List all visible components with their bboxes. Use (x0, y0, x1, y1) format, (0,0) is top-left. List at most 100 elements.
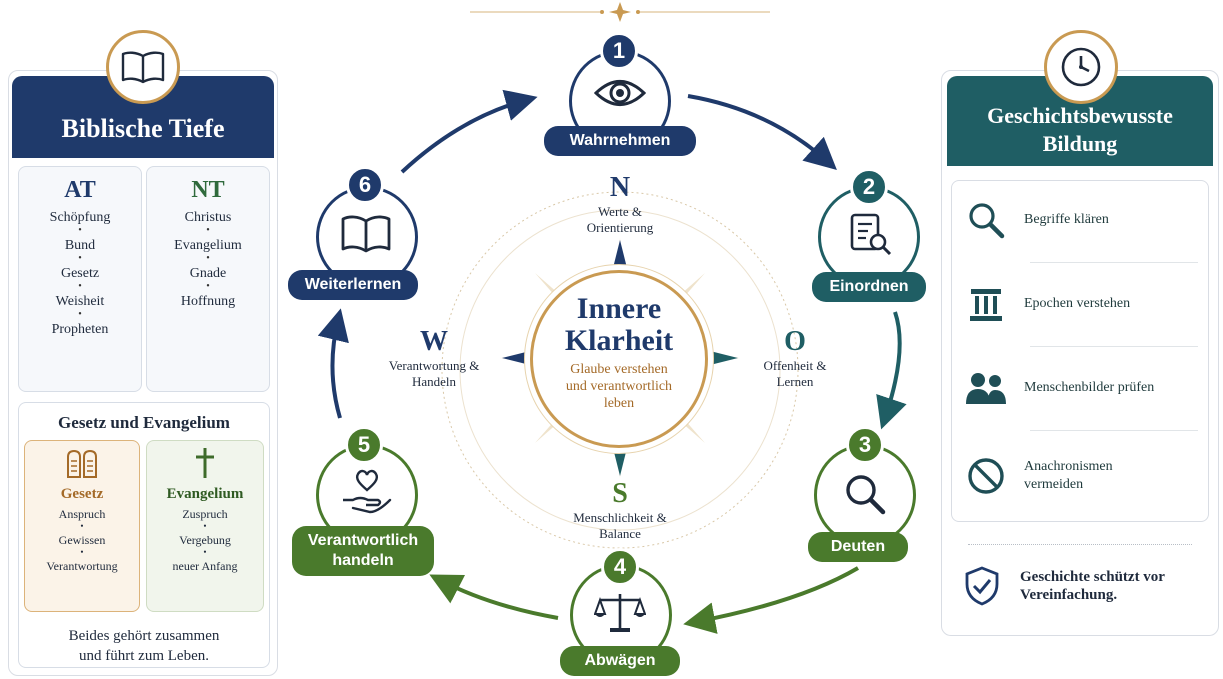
bullet-dot: • (78, 309, 82, 320)
direction-label: Lernen (776, 374, 814, 389)
divider (1030, 262, 1198, 263)
shield-check-icon (965, 566, 999, 606)
right-panel-title: Geschichtsbewusste (987, 103, 1173, 128)
center-title: Innere (576, 292, 662, 325)
nt-item: Evangelium (174, 238, 242, 253)
right-item: Menschenbilder prüfen (960, 358, 1200, 418)
right-panel-icon (1044, 30, 1118, 104)
bullet-dot: • (206, 225, 210, 236)
gesetz-heading: Gesetz (60, 486, 104, 502)
top-ornament (470, 2, 770, 22)
step-2-label: Einordnen (812, 272, 926, 302)
direction-label: Menschlichkeit & (573, 510, 667, 525)
right-item-label: vermeiden (1024, 477, 1084, 492)
step-6-label: Weiterlernen (288, 270, 418, 300)
cross-icon (147, 447, 263, 484)
direction-label: Handeln (411, 374, 457, 389)
nt-column: NT Christus • Evangelium • Gnade • Hoffn… (146, 166, 270, 392)
nt-item: Hoffnung (180, 294, 236, 309)
at-item: Weisheit (55, 294, 105, 309)
at-item: Gesetz (60, 266, 100, 281)
right-item-label: Begriffe klären (1024, 212, 1109, 227)
bullet-dot: • (78, 253, 82, 264)
bullet-dot: • (78, 225, 82, 236)
direction-label: Balance (599, 526, 641, 541)
compass-east: O Offenheit & Lernen (740, 326, 850, 390)
people-icon (966, 373, 1006, 404)
clock-icon (1061, 47, 1101, 87)
open-book-icon (121, 51, 165, 84)
document-search-icon (850, 213, 892, 256)
right-footer-text: Geschichte schützt vor (1020, 569, 1165, 585)
gesetz-box: Gesetz Anspruch • Gewissen • Verantwortu… (24, 440, 140, 612)
step-4-label: Abwägen (560, 646, 680, 676)
bullet-dot: • (80, 521, 84, 531)
right-item-label: Menschenbilder prüfen (1024, 380, 1155, 395)
direction-label: Offenheit & (763, 358, 827, 373)
at-column: AT Schöpfung • Bund • Gesetz • Weisheit … (18, 166, 142, 392)
right-item-label: Anachronismen (1024, 459, 1113, 474)
step-5-label-line: Verantwortlich (307, 532, 419, 549)
center-title: Klarheit (564, 324, 674, 357)
right-footer-text: Vereinfachung. (1020, 587, 1118, 603)
step-1-number: 1 (600, 32, 638, 70)
step-5-label: Verantwortlich handeln (292, 526, 434, 576)
footer-line: Beides gehört zusammen (68, 628, 220, 644)
center-subtitle: Glaube verstehen (570, 362, 668, 377)
eye-icon (594, 80, 646, 106)
evangelium-item: Zuspruch (182, 507, 228, 521)
direction-letter: W (420, 326, 448, 357)
direction-label: Werte & (597, 204, 643, 219)
magnifier-icon (969, 203, 1005, 239)
magnifier-icon (846, 475, 886, 515)
bullet-dot: • (203, 521, 207, 531)
right-items-box (951, 180, 1209, 522)
direction-letter: O (784, 326, 806, 357)
evangelium-heading: Evangelium (166, 486, 244, 502)
compass-west: W Verantwortung & Handeln (364, 326, 504, 390)
step-3-label: Deuten (808, 532, 908, 562)
bullet-dot: • (78, 281, 82, 292)
evangelium-item: Vergebung (179, 533, 231, 547)
tablets-icon (25, 449, 139, 484)
evangelium-item: neuer Anfang (172, 559, 238, 573)
direction-label: Orientierung (586, 220, 654, 235)
left-panel-title: Biblische Tiefe (61, 114, 225, 143)
direction-letter: N (609, 172, 631, 203)
right-footer: Geschichte schützt vor Vereinfachung. (956, 556, 1206, 616)
step-4-number: 4 (601, 548, 639, 586)
at-item: Schöpfung (49, 210, 111, 225)
open-book-icon (341, 215, 391, 253)
gesetz-item: Verantwortung (46, 559, 118, 573)
at-heading: AT (64, 177, 96, 203)
compass-north: N Werte & Orientierung (555, 172, 685, 236)
right-item: Anachronismen vermeiden (960, 446, 1200, 506)
gesetz-item: Anspruch (58, 507, 106, 521)
nt-heading: NT (191, 177, 225, 203)
step-3-number: 3 (846, 426, 884, 464)
evangelium-box: Evangelium Zuspruch • Vergebung • neuer … (146, 440, 264, 612)
nt-item: Gnade (189, 266, 227, 281)
bullet-dot: • (206, 281, 210, 292)
at-item: Propheten (51, 322, 109, 337)
step-2-number: 2 (850, 168, 888, 206)
center-subtitle: leben (603, 396, 635, 411)
step-5-label-line: handeln (332, 552, 394, 569)
footer-line: und führt zum Leben. (79, 648, 209, 664)
prohibited-icon (968, 458, 1004, 494)
compass-center: Innere Klarheit Glaube verstehen und ver… (530, 270, 708, 448)
step-1-label: Wahrnehmen (544, 126, 696, 156)
right-item-label: Epochen verstehen (1024, 296, 1131, 311)
column-icon (970, 289, 1002, 321)
direction-letter: S (612, 478, 628, 509)
law-gospel-heading: Gesetz und Evangelium (58, 413, 230, 432)
left-panel-icon (106, 30, 180, 104)
right-item: Begriffe klären (960, 190, 1200, 250)
center-subtitle: und verantwortlich (565, 379, 673, 394)
divider (1030, 346, 1198, 347)
bullet-dot: • (206, 253, 210, 264)
nt-item: Christus (184, 210, 232, 225)
at-item: Bund (64, 238, 96, 253)
right-item: Epochen verstehen (960, 274, 1200, 334)
bullet-dot: • (80, 547, 84, 557)
